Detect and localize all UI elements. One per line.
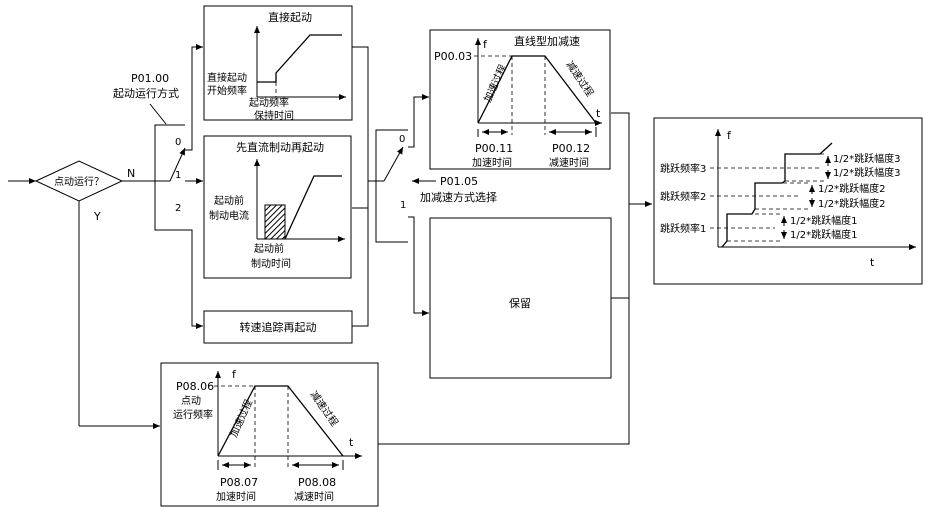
linear-accel-accel-param: P00.11 (475, 142, 513, 155)
jump-half2-upper: 1/2*跳跃幅度2 (818, 182, 885, 195)
jog-panel: f t P08.06 点动 运行频率 加速过程 减速过程 P08.07 加速时间… (160, 362, 379, 507)
start-mode-option-2: 2 (175, 203, 181, 214)
accel-mode-option-0: 0 (399, 134, 405, 145)
jog-freq-param: P08.06 (176, 380, 214, 393)
jump-freq2-label: 跳跃频率2 (660, 190, 706, 203)
jog-decision: 点动运行？ N Y (8, 160, 160, 429)
linear-accel-decel-name: 减速时间 (549, 156, 589, 169)
jump-half1-lower: 1/2*跳跃幅度1 (790, 228, 857, 241)
jog-decel-name: 减速时间 (294, 490, 334, 503)
dc-brake-current-line2: 制动电流 (209, 209, 249, 222)
accel-mode-switch: 0 1 P01.05 加减速方式选择 (375, 94, 497, 316)
linear-accel-decel-param: P00.12 (552, 142, 590, 155)
jog-accel-name: 加速时间 (216, 490, 256, 503)
jog-decel-param: P08.08 (298, 476, 336, 489)
jump-freq1-label: 跳跃频率1 (660, 222, 706, 235)
direct-start-freq-line1: 直接起动 (207, 71, 247, 84)
direct-start-panel: 直接起动 直接起动 开始频率 起动频率 保持时间 (203, 5, 353, 122)
jump-half2-lower: 1/2*跳跃幅度2 (818, 197, 885, 210)
dc-brake-current-line1: 起动前 (214, 194, 244, 207)
merge-wires (378, 112, 652, 445)
start-mode-option-1: 1 (175, 170, 181, 181)
jog-freq-line2: 运行频率 (173, 408, 213, 421)
start-mode-option-0: 0 (175, 137, 181, 148)
accel-mode-param: P01.05 (440, 175, 478, 188)
linear-accel-accel-name: 加速时间 (472, 156, 512, 169)
decision-no-label: N (127, 167, 135, 180)
decision-yes-label: Y (93, 210, 101, 223)
speed-tracking-label: 转速追踪再起动 (240, 320, 317, 334)
jump-freq3-label: 跳跃频率3 (660, 162, 706, 175)
linear-accel-title: 直线型加减速 (514, 34, 580, 48)
jog-accel-param: P08.07 (220, 476, 258, 489)
reserved-label: 保留 (509, 296, 531, 310)
direct-start-hold-line2: 保持时间 (254, 109, 294, 122)
start-mode-param: P01.00 (131, 72, 169, 85)
accel-mode-name: 加减速方式选择 (420, 190, 497, 204)
linear-accel-f: f (483, 38, 488, 51)
decision-label: 点动运行？ (54, 175, 104, 188)
dc-brake-time-line2: 制动时间 (251, 257, 291, 270)
jog-f: f (232, 368, 237, 381)
jump-f: f (727, 129, 732, 142)
dc-brake-time-line1: 起动前 (254, 242, 284, 255)
direct-start-freq-line2: 开始频率 (207, 84, 247, 97)
direct-start-hold-line1: 起动频率 (249, 96, 289, 109)
reserved-panel: 保留 (429, 217, 612, 379)
jump-t: t (870, 256, 875, 269)
linear-accel-panel: f t 直线型加减速 P00.03 加速过程 减速过程 P00.11 加速时间 … (429, 29, 611, 170)
jump-half3-lower: 1/2*跳跃幅度3 (833, 166, 900, 179)
jump-half3-upper: 1/2*跳跃幅度3 (833, 152, 900, 165)
start-outputs-to-accel-switch (352, 46, 384, 327)
dc-brake-start-title: 先直流制动再起动 (236, 140, 324, 154)
direct-start-title: 直接起动 (268, 10, 312, 24)
dc-brake-start-panel: 先直流制动再起动 起动前 制动电流 起动前 制动时间 (203, 135, 352, 279)
jog-t: t (349, 436, 354, 449)
linear-accel-t: t (596, 107, 601, 120)
accel-mode-option-1: 1 (400, 200, 406, 211)
jog-freq-line1: 点动 (181, 395, 201, 407)
jump-half1-upper: 1/2*跳跃幅度1 (790, 214, 857, 227)
speed-tracking-panel: 转速追踪再起动 (203, 310, 353, 344)
start-mode-switch: P01.00 起动运行方式 0 1 2 (113, 44, 203, 329)
start-mode-name: 起动运行方式 (113, 86, 179, 100)
linear-accel-max-freq: P00.03 (434, 50, 472, 63)
jump-frequency-panel: f t 跳跃频率3 跳跃频率2 跳跃频率1 1/2*跳跃幅度3 1/2*跳跃幅度… (653, 117, 923, 285)
